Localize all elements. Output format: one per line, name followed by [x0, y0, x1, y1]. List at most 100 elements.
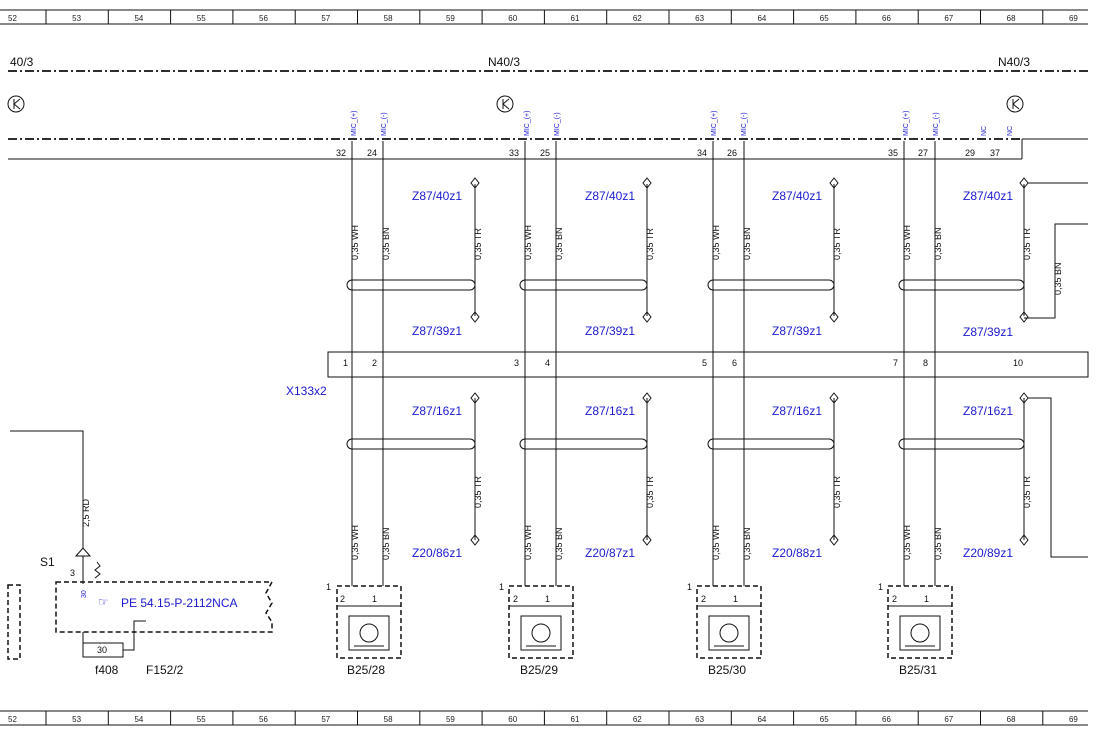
ruler-label: 55 — [197, 14, 206, 23]
fuse-section: 2,5 RD S1 3 30 ☞ PE 54.15-P-2112NCA 30 f… — [7, 430, 274, 677]
ruler-label: 57 — [321, 14, 330, 23]
pin-number: 24 — [367, 148, 377, 158]
module-label-right: N40/3 — [998, 55, 1030, 69]
mic-pin: 2 — [340, 594, 345, 604]
z-ref-label: Z87/40z1 — [585, 189, 635, 203]
fuse-box — [55, 581, 274, 633]
component-label: B25/29 — [520, 663, 558, 677]
pin-number: 34 — [697, 148, 707, 158]
ruler-label: 58 — [384, 14, 393, 23]
pin-number: 32 — [336, 148, 346, 158]
pin-number: 10 — [1013, 358, 1023, 368]
ruler-label: 63 — [695, 715, 704, 724]
wire-label: 0,35 BN — [554, 227, 564, 260]
ruler-label: 61 — [571, 715, 580, 724]
ruler-label: 61 — [571, 14, 580, 23]
connector-label: X133x2 — [286, 384, 327, 398]
mic-pin: 1 — [733, 594, 738, 604]
component-label: B25/31 — [899, 663, 937, 677]
fuse-label: f408 — [95, 663, 119, 677]
microphone-icon — [520, 615, 562, 651]
wire-label: 0,35 BN — [1053, 262, 1063, 295]
wire-label: 0,35 TR — [473, 476, 483, 508]
wire-label: 0,35 TR — [473, 228, 483, 260]
microphone-b25-31 — [887, 585, 953, 659]
pin-number: 3 — [514, 358, 519, 368]
z-ref-label: Z87/16z1 — [412, 404, 462, 418]
fuse-value: 30 — [97, 645, 107, 655]
amplifier-icon — [1006, 95, 1024, 113]
ruler-label: 53 — [72, 14, 81, 23]
mic-label: MIC_(+) — [903, 111, 910, 136]
pin-number: 2 — [372, 358, 377, 368]
pin-number: 6 — [732, 358, 737, 368]
ruler-label: 52 — [8, 715, 17, 724]
ruler-label: 57 — [321, 715, 330, 724]
ruler-label: 68 — [1007, 715, 1016, 724]
ruler-label: 60 — [508, 14, 517, 23]
pin-number: 26 — [727, 148, 737, 158]
ruler-label: 69 — [1069, 14, 1078, 23]
wire-label: 0,35 TR — [645, 228, 655, 260]
wire-label: 0,35 WH — [523, 525, 533, 560]
ruler-label: 54 — [134, 14, 143, 23]
mic-label: MIC_(+) — [711, 111, 718, 136]
wire-label: 0,35 TR — [645, 476, 655, 508]
wire-label: 0,35 WH — [711, 225, 721, 260]
mic-pin: 1 — [545, 594, 550, 604]
wire-label: 0,35 WH — [902, 225, 912, 260]
ruler-label: 62 — [633, 14, 642, 23]
mic-label: MIC_(-) — [381, 112, 388, 136]
z-ref-label: Z87/40z1 — [772, 189, 822, 203]
pin-number: 33 — [509, 148, 519, 158]
z-ref-label: Z20/86z1 — [412, 546, 462, 560]
mic-label: MIC_(-) — [933, 112, 940, 136]
ruler-label: 65 — [820, 14, 829, 23]
pin-number: 29 — [965, 148, 975, 158]
amplifier-icon — [7, 95, 25, 113]
wire-label: 0,35 WH — [350, 225, 360, 260]
microphone-b25-29 — [508, 585, 574, 659]
z-ref-label: Z87/16z1 — [772, 404, 822, 418]
ruler-label: 67 — [944, 14, 953, 23]
z-ref-label: Z87/40z1 — [412, 189, 462, 203]
z-ref-label: Z87/39z1 — [585, 324, 635, 338]
ruler-label: 55 — [197, 715, 206, 724]
pin-number: 30 — [81, 590, 88, 598]
mic-pin: 1 — [499, 582, 504, 592]
ruler-label: 53 — [72, 715, 81, 724]
mic-circuit-group: Z87/40z1 Z87/39z1 Z87/16z1 Z20/86z1 0,35… — [326, 141, 483, 677]
ruler-label: 60 — [508, 715, 517, 724]
microphone-b25-30 — [696, 585, 762, 659]
wire-label: 0,35 WH — [711, 525, 721, 560]
wire-label: 0,35 BN — [381, 527, 391, 560]
wire-label: 0,35 TR — [1022, 228, 1032, 260]
mic-label: MIC_(+) — [351, 111, 358, 136]
ruler-label: 63 — [695, 14, 704, 23]
wire-label: 0,35 WH — [350, 525, 360, 560]
pin-number: 35 — [888, 148, 898, 158]
amplifier-icon — [496, 95, 514, 113]
ruler-label: 64 — [757, 715, 766, 724]
wire-label: 0,35 BN — [933, 227, 943, 260]
reference-link[interactable]: PE 54.15-P-2112NCA — [121, 596, 238, 610]
mic-pin: 1 — [924, 594, 929, 604]
z-ref-label: Z20/88z1 — [772, 546, 822, 560]
microphone-icon — [708, 615, 750, 651]
mic-pin: 1 — [372, 594, 377, 604]
mic-label: MIC_(+) — [524, 111, 531, 136]
pin-number: 27 — [918, 148, 928, 158]
pin-number: 7 — [893, 358, 898, 368]
pin-number: 5 — [702, 358, 707, 368]
nc-label: NC — [1007, 126, 1014, 136]
wire-label: 0,35 BN — [742, 527, 752, 560]
ruler-label: 62 — [633, 715, 642, 724]
wire-label: 0,35 BN — [933, 527, 943, 560]
ruler-label: 68 — [1007, 14, 1016, 23]
microphone-b25-28 — [336, 585, 402, 659]
ruler-label: 66 — [882, 14, 891, 23]
mic-label: MIC_(-) — [741, 112, 748, 136]
